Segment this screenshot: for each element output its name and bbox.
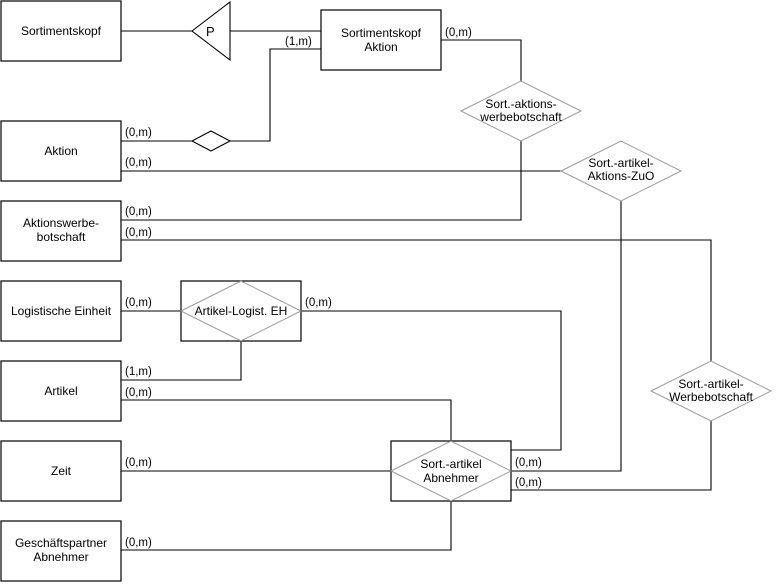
cardinality-label: (0,m) bbox=[125, 297, 152, 309]
relationship-sort-artikel-werbebotschaft: Sort.-artikel- Werbebotschaft bbox=[649, 360, 773, 422]
cardinality-label: (0,m) bbox=[445, 27, 472, 39]
specialization-label: P bbox=[206, 24, 215, 39]
relationship-label-line1: Sort.-artikel- bbox=[678, 377, 743, 391]
entity-label: Artikel bbox=[44, 384, 77, 398]
relationship-sort-artikel-aktions-zuo: Sort.-artikel- Aktions-ZuO bbox=[559, 140, 683, 202]
line-sortartikelwb-abnehmer bbox=[511, 421, 712, 491]
entity-label: Aktion bbox=[44, 144, 77, 158]
entity-label-line1: Geschäftspartner bbox=[15, 536, 107, 550]
relationship-label-line2: Werbebotschaft bbox=[669, 390, 753, 404]
entity-label-line1: Sortimentskopf bbox=[341, 26, 422, 40]
cardinality-label: (0,m) bbox=[125, 157, 152, 169]
cardinality-label: (1,m) bbox=[285, 36, 312, 48]
connector-lines bbox=[121, 30, 712, 551]
entity-artikel-logist-eh: Artikel-Logist. EH bbox=[179, 280, 303, 342]
relationship-sort-aktions-werbebotschaft: Sort.-aktions- werbebotschaft bbox=[459, 80, 583, 142]
cardinality-label: (0,m) bbox=[515, 457, 542, 469]
entity-aktion: Aktion bbox=[0, 120, 122, 182]
line-geschaeftspartner-abnehmer bbox=[121, 501, 452, 551]
relationship-label-line2: werbebotschaft bbox=[479, 110, 562, 124]
entity-sortimentskopf: Sortimentskopf bbox=[0, 0, 122, 62]
relationship-label-line1: Sort.-artikel- bbox=[588, 156, 653, 170]
aktion-relationship-diamond bbox=[190, 130, 232, 152]
relationship-label-line1: Sort.-aktions- bbox=[485, 97, 556, 111]
entity-label-line2: botschaft bbox=[37, 230, 86, 244]
entity-label-line1: Aktionswerbe- bbox=[23, 216, 99, 230]
entity-label-line2: Abnehmer bbox=[423, 471, 478, 485]
entity-label-line2: Abnehmer bbox=[33, 550, 88, 564]
cardinality-label: (0,m) bbox=[125, 457, 152, 469]
cardinality-labels: (1,m) (0,m) (0,m) (0,m) (0,m) (0,m) (0,m… bbox=[125, 27, 542, 549]
specialization-triangle: P bbox=[191, 0, 231, 62]
cardinality-label: (0,m) bbox=[125, 537, 152, 549]
entity-logistische-einheit: Logistische Einheit bbox=[0, 280, 122, 342]
entity-label: Zeit bbox=[51, 464, 72, 478]
line-artikellogisteh-abnehmer bbox=[301, 310, 562, 451]
entity-label: Sortimentskopf bbox=[21, 24, 102, 38]
entity-label-line2: Aktion bbox=[364, 40, 397, 54]
cardinality-label: (0,m) bbox=[125, 206, 152, 218]
cardinality-label: (1,m) bbox=[125, 366, 152, 378]
line-sortaktionswb-aktionswerbebotschaft bbox=[121, 141, 522, 221]
entity-sortimentskopf-aktion: Sortimentskopf Aktion bbox=[320, 9, 442, 71]
entity-geschaeftspartner-abnehmer: Geschäftspartner Abnehmer bbox=[0, 520, 122, 582]
line-artikel-artikellogisteh bbox=[121, 341, 242, 381]
cardinality-label: (0,m) bbox=[125, 387, 152, 399]
line-aktionswerbebotschaft-sortartikelwb bbox=[121, 239, 712, 361]
entity-label: Logistische Einheit bbox=[11, 304, 112, 318]
line-diamond-sortimentskopf-aktion bbox=[230, 48, 321, 142]
line-sortartikelaktionszuo-abnehmer bbox=[511, 201, 622, 472]
cardinality-label: (0,m) bbox=[305, 297, 332, 309]
line-artikel-abnehmer bbox=[121, 399, 452, 441]
entity-label: Artikel-Logist. EH bbox=[195, 304, 288, 318]
cardinality-label: (0,m) bbox=[125, 227, 152, 239]
line-ska-sortaktionswb bbox=[441, 39, 522, 81]
cardinality-label: (0,m) bbox=[515, 477, 542, 489]
cardinality-label: (0,m) bbox=[125, 127, 152, 139]
entity-aktionswerbebotschaft: Aktionswerbe- botschaft bbox=[0, 200, 122, 262]
relationship-label-line2: Aktions-ZuO bbox=[588, 169, 655, 183]
entity-zeit: Zeit bbox=[0, 440, 122, 502]
entity-sort-artikel-abnehmer: Sort.-artikel Abnehmer bbox=[389, 440, 513, 502]
entity-label-line1: Sort.-artikel bbox=[420, 457, 481, 471]
entity-artikel: Artikel bbox=[0, 360, 122, 422]
